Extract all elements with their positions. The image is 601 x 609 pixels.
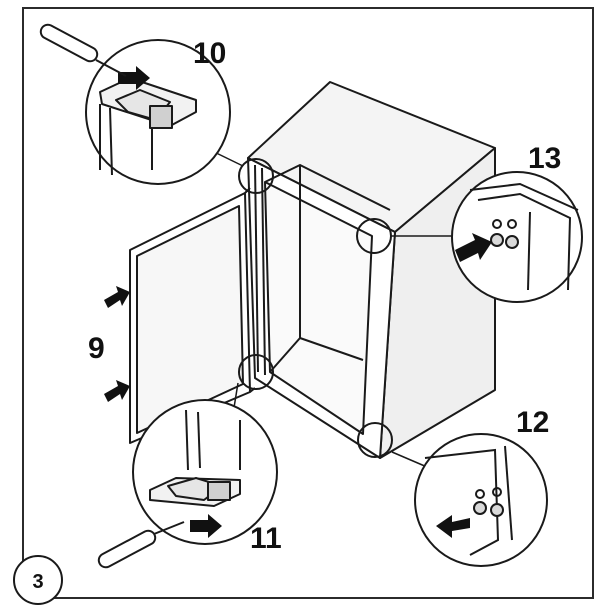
detail-bottom-right-corner — [414, 433, 548, 567]
push-arrow-icon — [104, 286, 130, 308]
top-hinge-marker — [238, 158, 274, 194]
detail-top-hinge — [39, 23, 231, 185]
callout-13: 13 — [528, 142, 561, 175]
callout-9: 9 — [88, 332, 105, 365]
bottom-hinge-marker — [238, 354, 274, 390]
screwdriver-icon — [39, 23, 127, 77]
detail-bottom-hinge — [97, 399, 278, 569]
step-number: 3 — [32, 571, 43, 593]
push-arrow-icon — [436, 515, 470, 538]
push-arrow-icon — [190, 514, 222, 538]
callout-10: 10 — [193, 37, 226, 70]
bottom-right-corner-marker — [357, 422, 393, 458]
figure-frame — [22, 7, 594, 599]
detail-top-right-corner — [451, 171, 583, 303]
callout-11: 11 — [250, 522, 282, 555]
push-arrow-icon — [455, 233, 492, 262]
cabinet — [247, 81, 496, 459]
door — [129, 187, 256, 444]
callout-12: 12 — [516, 406, 549, 439]
screwdriver-icon — [97, 521, 185, 569]
push-arrow-icon — [118, 66, 150, 90]
push-arrow-icon — [104, 380, 130, 402]
step-badge: 3 — [13, 555, 63, 605]
door-push-arrows — [104, 286, 130, 402]
